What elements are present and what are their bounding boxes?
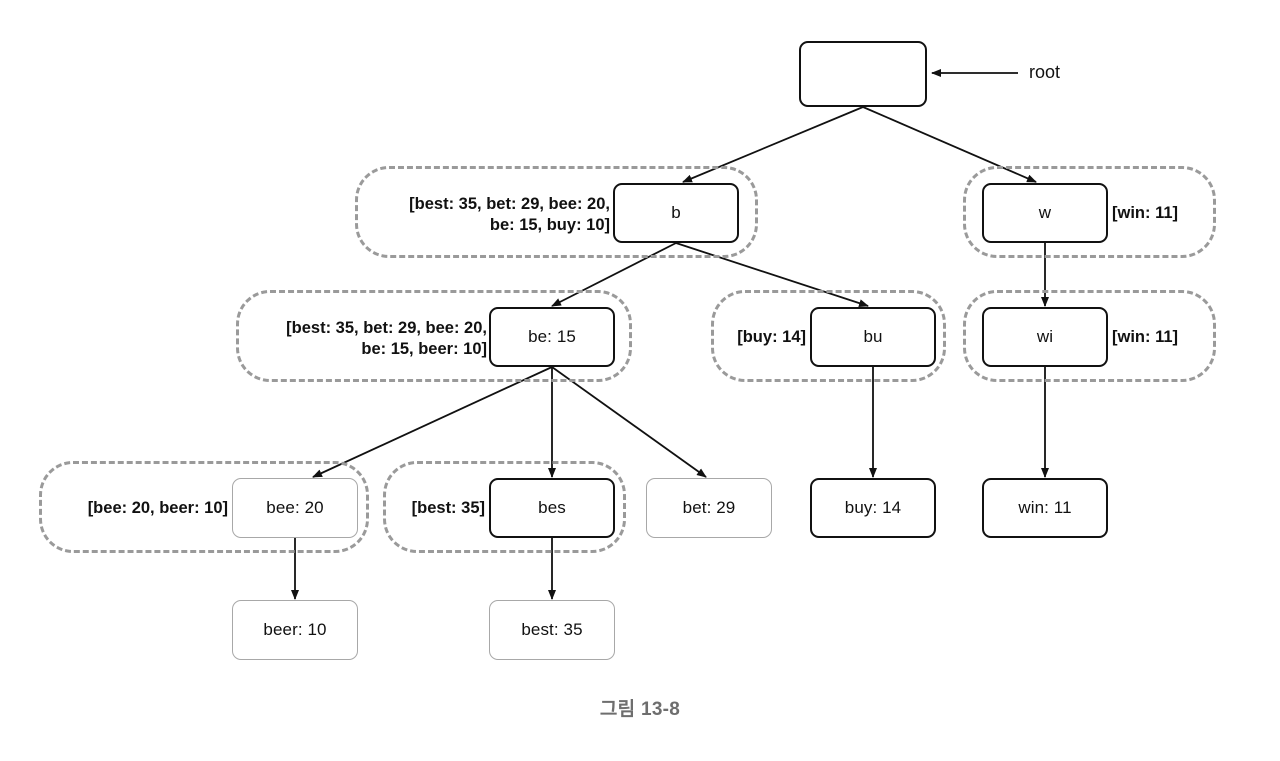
group-annotation-bee: [bee: 20, beer: 10] — [87, 499, 228, 517]
group-annotation-wi: [win: 11] — [1112, 328, 1179, 346]
tree-node-wi[interactable]: wi — [982, 307, 1108, 367]
root-pointer-label: root — [1029, 62, 1061, 82]
tree-node-buy[interactable]: buy: 14 — [810, 478, 936, 538]
tree-node-beer[interactable]: beer: 10 — [232, 600, 358, 660]
tree-node-be[interactable]: be: 15 — [489, 307, 615, 367]
group-outline-b — [355, 166, 758, 258]
tree-node-bee[interactable]: bee: 20 — [232, 478, 358, 538]
group-outline-bes — [383, 461, 626, 553]
tree-node-b[interactable]: b — [613, 183, 739, 243]
group-outline-wi — [963, 290, 1216, 382]
group-outline-be — [236, 290, 632, 382]
group-outline-bu — [711, 290, 946, 382]
group-outline-w — [963, 166, 1216, 258]
group-annotation-bes: [best: 35] — [411, 499, 485, 517]
group-annotation-w: [win: 11] — [1112, 204, 1179, 222]
group-annotation-bu: [buy: 14] — [737, 328, 806, 346]
group-annotation-b: [best: 35, bet: 29, bee: 20, be: 15, buy… — [409, 195, 610, 235]
tree-node-win[interactable]: win: 11 — [982, 478, 1108, 538]
figure-caption: 그림 13-8 — [599, 699, 681, 720]
group-annotation-be: [best: 35, bet: 29, bee: 20, be: 15, bee… — [286, 319, 487, 359]
tree-node-best[interactable]: best: 35 — [489, 600, 615, 660]
tree-node-w[interactable]: w — [982, 183, 1108, 243]
group-outline-bee — [39, 461, 369, 553]
tree-node-bet[interactable]: bet: 29 — [646, 478, 772, 538]
tree-node-root[interactable] — [799, 41, 927, 107]
tree-node-bu[interactable]: bu — [810, 307, 936, 367]
tree-node-bes[interactable]: bes — [489, 478, 615, 538]
